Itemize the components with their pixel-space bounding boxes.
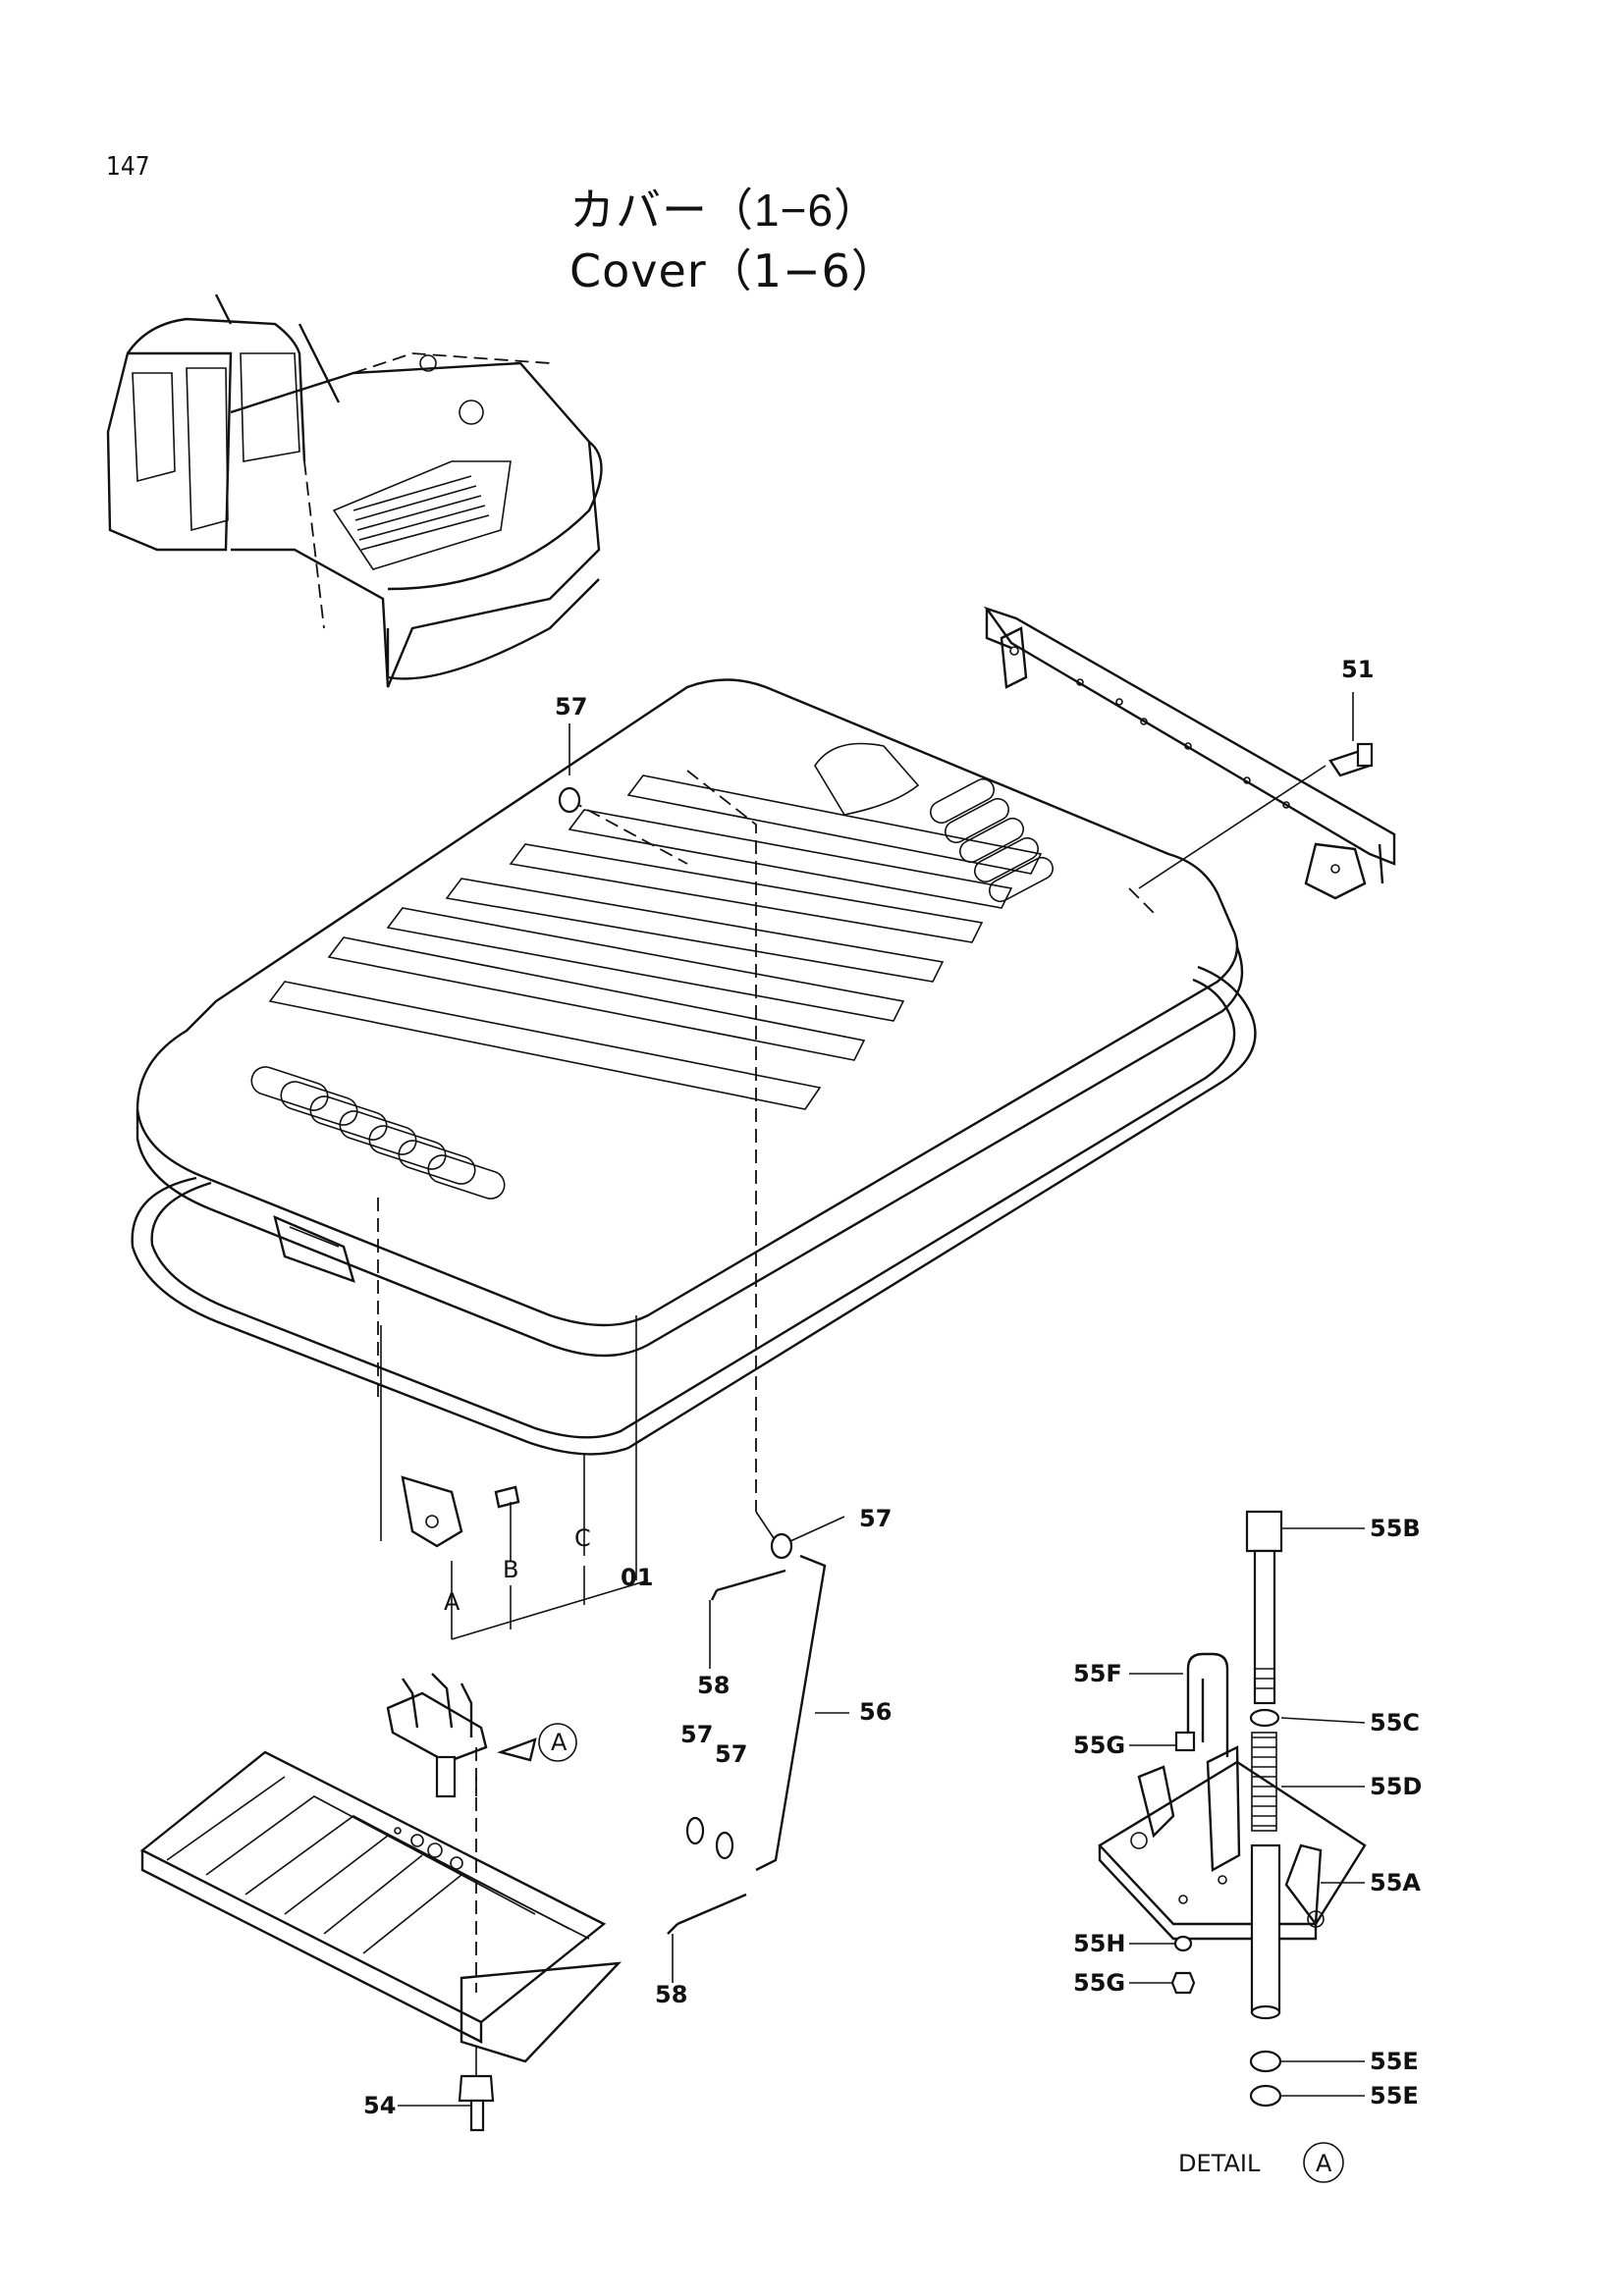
callout-57-right: 57: [715, 1740, 747, 1768]
latch-assembly: [380, 1315, 649, 1640]
callout-54: 54: [363, 2092, 396, 2119]
callout-55d: 55D: [1370, 1773, 1422, 1800]
callout-51: 51: [1341, 656, 1374, 683]
grille-panel: [139, 1750, 623, 2132]
callout-55a: 55A: [1370, 1869, 1421, 1896]
page-number: 147: [106, 152, 150, 182]
detail-marker: A: [1316, 2150, 1332, 2177]
callout-55g-upper: 55G: [1073, 1732, 1125, 1759]
callout-57-left: 57: [680, 1721, 713, 1748]
upper-bracket-assembly: [983, 606, 1396, 900]
detail-a-assembly: [1098, 1510, 1367, 2183]
callout-58-upper: 58: [697, 1672, 730, 1699]
title-english: Cover（1−6）: [569, 244, 897, 297]
callout-57-rod: 57: [859, 1505, 892, 1532]
detail-marker-a: A: [551, 1729, 568, 1756]
callout-56: 56: [859, 1698, 892, 1726]
callout-55f: 55F: [1073, 1660, 1122, 1687]
excavator-overview-illustration: [106, 294, 603, 688]
callout-55b: 55B: [1370, 1515, 1421, 1542]
latch-hardware: [386, 1673, 577, 1798]
callout-c-letter: C: [574, 1524, 591, 1552]
detail-label: DETAIL: [1178, 2150, 1261, 2177]
callout-01: 01: [621, 1564, 653, 1591]
stay-rod-assembly: [667, 1511, 827, 1983]
title-japanese: カバー（1−6）: [569, 185, 881, 236]
callout-57-top: 57: [555, 693, 587, 721]
callout-58-lower: 58: [655, 1981, 687, 2008]
leader-lines: [398, 723, 1366, 2107]
callout-55e-upper: 55E: [1370, 2048, 1419, 2075]
callout-55e-lower: 55E: [1370, 2082, 1419, 2109]
callout-b-letter: B: [503, 1556, 518, 1583]
callout-55c: 55C: [1370, 1709, 1420, 1736]
callout-55h: 55H: [1073, 1930, 1125, 1957]
callout-55g-lower: 55G: [1073, 1969, 1125, 1997]
callout-a-letter: A: [444, 1588, 460, 1616]
main-cover-panel: [131, 678, 1257, 1512]
